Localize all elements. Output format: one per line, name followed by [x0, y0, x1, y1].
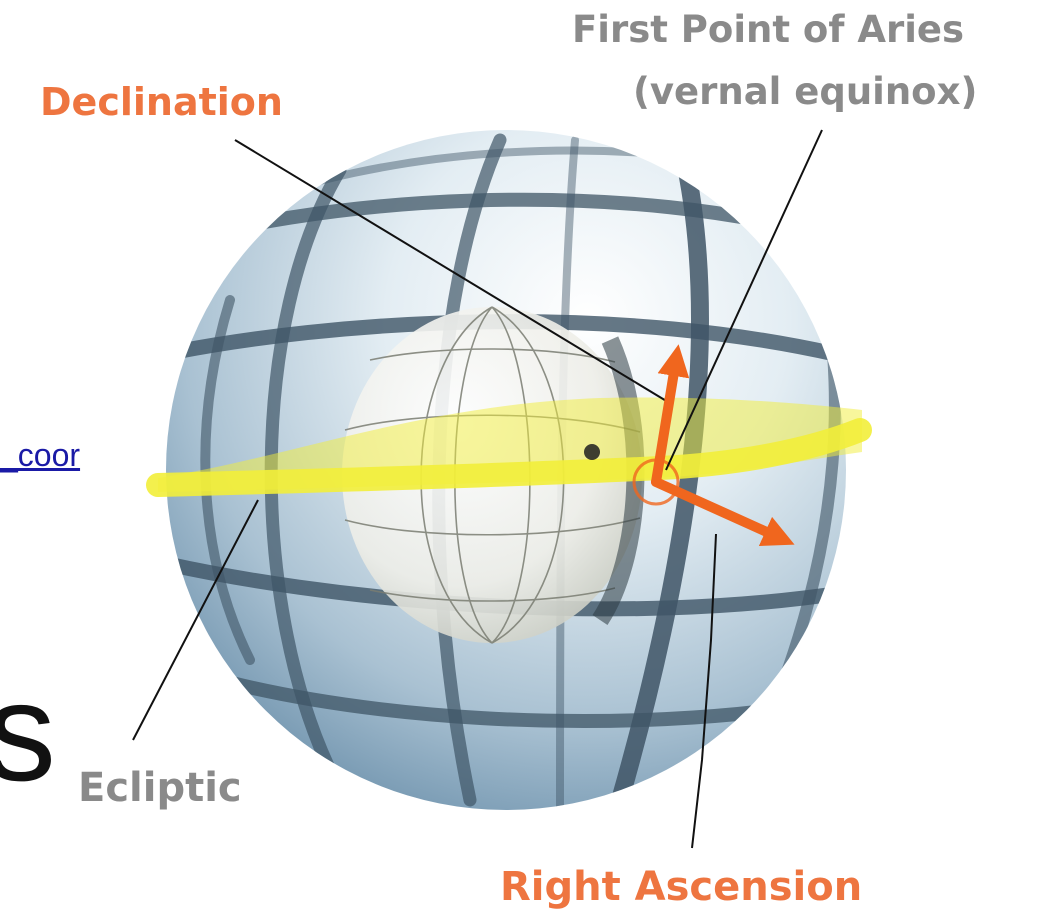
- first-point-of-aries-label: First Point of Aries: [572, 8, 965, 51]
- right-ascension-label: Right Ascension: [500, 864, 863, 910]
- pointer-lines: [132, 129, 823, 849]
- ecliptic-label: Ecliptic: [78, 765, 242, 811]
- earth-marker-dot: [584, 444, 600, 460]
- declination-label: Declination: [40, 80, 283, 124]
- ecliptic-line: [146, 418, 872, 497]
- coordinate-arrows: [651, 344, 795, 546]
- vernal-equinox-label: (vernal equinox): [633, 70, 978, 113]
- partial-coordinates-link[interactable]: _coor: [0, 437, 81, 473]
- partial-heading-letter: s: [0, 653, 56, 810]
